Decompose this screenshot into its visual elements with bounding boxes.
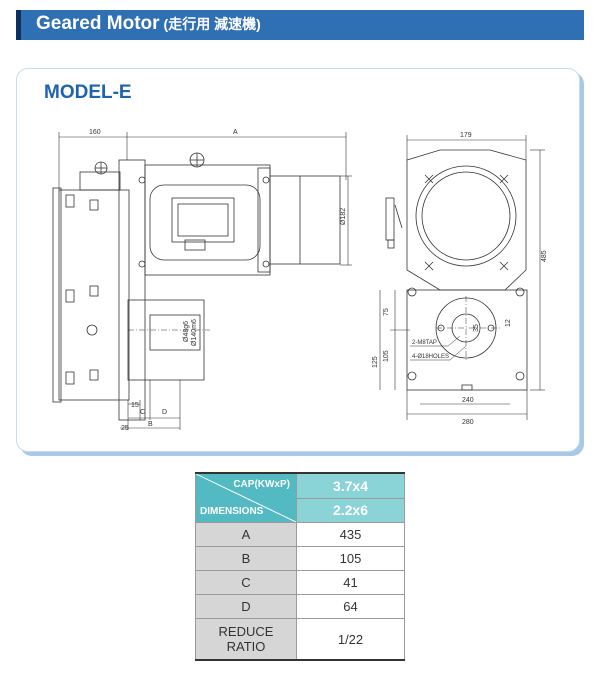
diagonal-divider	[196, 474, 296, 522]
table-row: A 435	[195, 522, 405, 547]
dim-15: 15	[131, 402, 139, 409]
row-label: A	[195, 522, 297, 547]
dim-182: Ø182	[340, 208, 347, 225]
dim-shaft-48: Ø48g6	[183, 321, 190, 342]
row-label: D	[195, 594, 297, 619]
table-header-row-2: 2.2x6	[196, 497, 405, 523]
table-header-row-1: CAP(KWxP) DIMENSIONS 3.7x4	[195, 472, 405, 523]
dim-160: 160	[89, 129, 101, 136]
dim-125: 125	[372, 356, 379, 368]
dim-c: C	[140, 409, 145, 416]
reduce-label-line1: REDUCE	[218, 624, 274, 639]
row-value: 435	[296, 522, 405, 547]
row-label: B	[195, 546, 297, 571]
row-value: 64	[296, 594, 405, 619]
row-value: 41	[296, 570, 405, 595]
dim-75: 75	[383, 308, 390, 316]
header-diagonal-cell: CAP(KWxP) DIMENSIONS	[195, 472, 297, 523]
cap-value-1: 3.7x4	[296, 472, 405, 499]
dim-shaft-140: Ø140m6	[191, 319, 198, 346]
dim-240: 240	[462, 397, 474, 404]
side-view	[52, 132, 352, 430]
header-cap-label: CAP(KWxP)	[233, 479, 290, 490]
holes-note: 4-Ø18HOLES	[412, 354, 449, 360]
row-value: 105	[296, 546, 405, 571]
header-dim-label: DIMENSIONS	[200, 506, 264, 517]
reduce-ratio-value: 1/22	[296, 618, 405, 661]
spec-table: CAP(KWxP) DIMENSIONS 3.7x4 2.2x6 A 435 B…	[195, 472, 405, 661]
table-row: C 41	[195, 570, 405, 595]
dim-179: 179	[460, 132, 472, 139]
title-text: Geared Motor	[36, 13, 160, 34]
dim-12: 12	[505, 319, 512, 327]
dim-280: 280	[462, 419, 474, 426]
header-accent-bar	[16, 10, 21, 40]
dim-35: 35	[473, 324, 480, 332]
dim-105: 105	[383, 350, 390, 362]
table-row: B 105	[195, 546, 405, 571]
title-subtitle: (走行用 減速機)	[163, 16, 261, 32]
reduce-label-line2: RATIO	[226, 639, 266, 654]
header-banner: Geared Motor(走行用 減速機)	[16, 10, 584, 40]
dim-25: 25	[121, 425, 129, 432]
dim-a: A	[233, 129, 238, 136]
row-label: C	[195, 570, 297, 595]
dim-d: D	[162, 409, 167, 416]
dim-485: 485	[541, 250, 548, 262]
cap-value-2: 2.2x6	[296, 497, 405, 523]
tap-note: 2-M8TAP	[412, 340, 437, 346]
technical-drawing: 160 A 179 Ø182 485 75 105 125 240 280 Ø4…	[52, 129, 548, 432]
model-label: MODEL-E	[44, 82, 132, 103]
page-title: Geared Motor(走行用 減速機)	[36, 13, 261, 35]
dim-b: B	[148, 421, 153, 428]
table-row: D 64	[195, 594, 405, 619]
drawing-card	[16, 68, 580, 452]
front-view	[379, 135, 545, 420]
